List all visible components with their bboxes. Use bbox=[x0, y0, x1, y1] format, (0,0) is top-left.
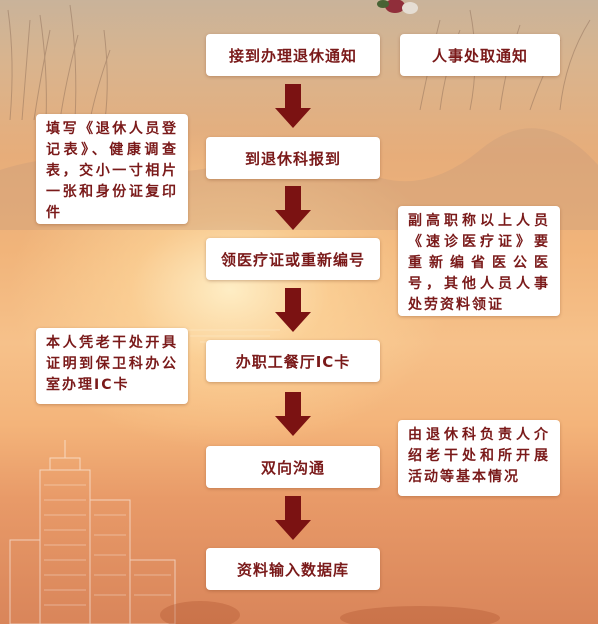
step-two-way-communication: 双向沟通 bbox=[206, 446, 380, 488]
step-canteen-ic-card: 办职工餐厅IC卡 bbox=[206, 340, 380, 382]
step-medical-certificate: 领医疗证或重新编号 bbox=[206, 238, 380, 280]
note-medical-card: 副高职称以上人员《速诊医疗证》要重新编省医公医号，其他人员人事处劳资料领证 bbox=[398, 206, 560, 316]
note-ic-card: 本人凭老干处开具证明到保卫科办公室办理IC卡 bbox=[36, 328, 188, 404]
step-hr-notice: 人事处取通知 bbox=[400, 34, 560, 76]
step-data-entry: 资料输入数据库 bbox=[206, 548, 380, 590]
note-registration-forms: 填写《退休人员登记表》、健康调查表，交小一寸相片一张和身份证复印件 bbox=[36, 114, 188, 224]
flower-ornament bbox=[377, 0, 418, 14]
down-arrow-icon bbox=[275, 186, 311, 230]
down-arrow-icon bbox=[275, 84, 311, 128]
building-windows bbox=[44, 484, 171, 606]
step-receive-retirement-notice: 接到办理退休通知 bbox=[206, 34, 380, 76]
step-report-to-retirement-section: 到退休科报到 bbox=[206, 137, 380, 179]
down-arrow-icon bbox=[275, 392, 311, 436]
down-arrow-icon bbox=[275, 288, 311, 332]
note-communication: 由退休科负责人介绍老干处和所开展活动等基本情况 bbox=[398, 420, 560, 496]
trees-decoration bbox=[160, 601, 500, 624]
building-illustration bbox=[9, 440, 176, 624]
down-arrow-icon bbox=[275, 496, 311, 540]
